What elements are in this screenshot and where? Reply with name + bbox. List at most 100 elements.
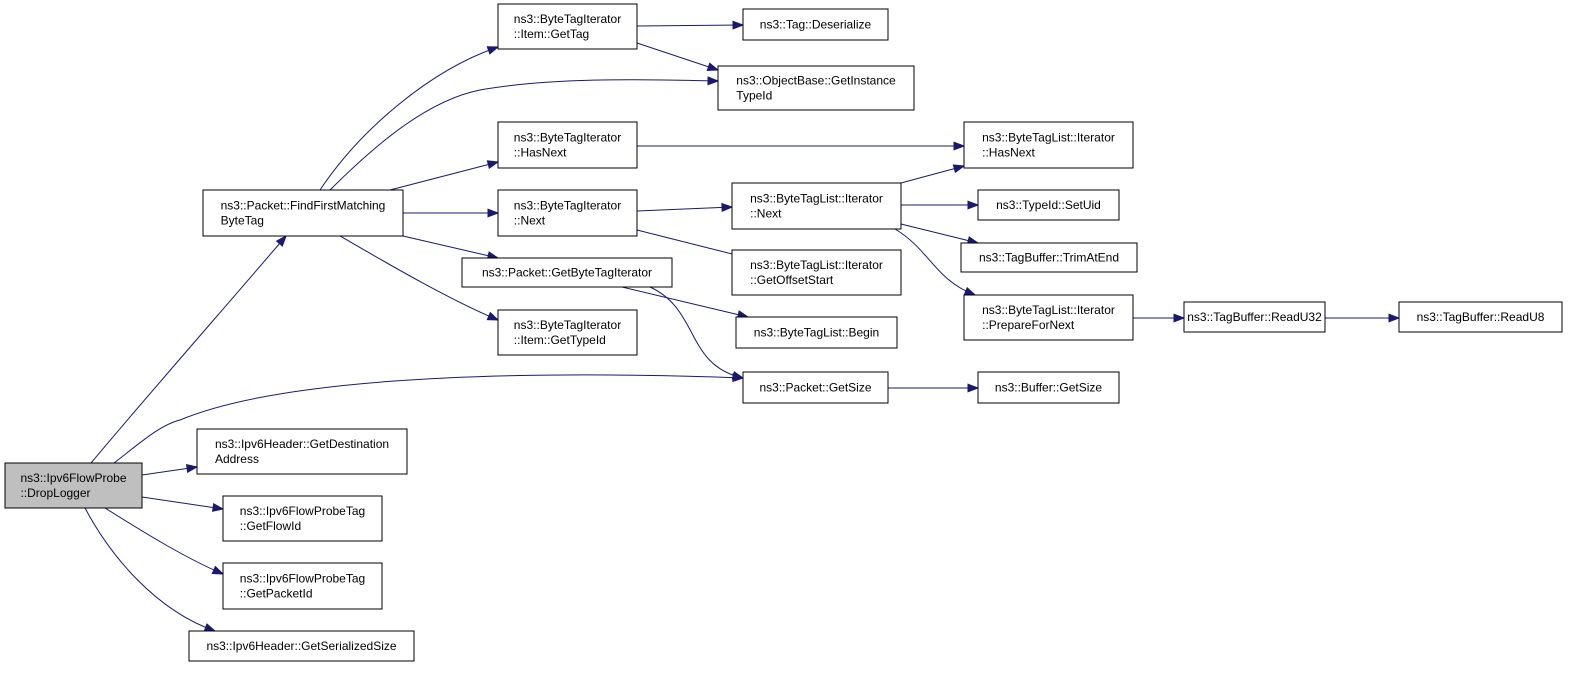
node-bti-item-typeid[interactable]: ns3::ByteTagIterator::Item::GetTypeId <box>497 309 638 356</box>
node-label-line: ns3::ByteTagList::Begin <box>754 326 879 340</box>
edge-arrowhead <box>1173 313 1186 323</box>
node-label-line: ::HasNext <box>514 146 567 160</box>
node-label-line: ns3::Buffer::GetSize <box>995 381 1102 395</box>
edge-drop_logger-to-get_dest <box>141 464 199 476</box>
node-drop-logger[interactable]: ns3::Ipv6FlowProbe::DropLogger <box>4 462 143 509</box>
edge-arrowhead <box>203 623 217 632</box>
edge-bti_next-to-btl_it_offset <box>636 229 750 260</box>
node-label-line: ns3::ByteTagIterator <box>514 131 621 145</box>
node-box <box>742 8 889 41</box>
node-label-line: ::HasNext <box>982 146 1035 160</box>
node-tagbuf-readu8[interactable]: ns3::TagBuffer::ReadU8 <box>1398 301 1563 333</box>
node-pkt-getsize[interactable]: ns3::Packet::GetSize <box>742 371 889 404</box>
node-label-line: ::GetPacketId <box>240 587 313 601</box>
edge-bti_next-to-btl_it_next <box>636 202 734 212</box>
node-label-line: ns3::Ipv6FlowProbeTag <box>240 504 365 518</box>
node-label-line: ::Next <box>514 214 546 228</box>
node-label-line: ns3::ByteTagIterator <box>514 318 621 332</box>
node-label-line: ns3::Packet::GetByteTagIterator <box>482 266 652 280</box>
node-bti-item-gettag[interactable]: ns3::ByteTagIterator::Item::GetTag <box>497 3 638 50</box>
edge-arrowhead <box>953 141 966 151</box>
edge-arrowhead <box>211 502 225 512</box>
edge-drop_logger-to-get_packetid <box>104 507 225 575</box>
node-btl-it-prepare[interactable]: ns3::ByteTagList::Iterator::PrepareForNe… <box>963 294 1134 341</box>
node-typeid-setuid[interactable]: ns3::TypeId::SetUid <box>977 189 1120 221</box>
edge-line <box>900 223 979 244</box>
node-box <box>1398 301 1563 333</box>
edge-line <box>90 235 287 464</box>
node-label-line: ns3::ObjectBase::GetInstance <box>736 74 896 88</box>
edge-pkt_get_bti-to-btl_begin <box>621 286 750 319</box>
node-btl-it-next[interactable]: ns3::ByteTagList::Iterator::Next <box>731 182 902 230</box>
edge-drop_logger-to-find_first <box>90 234 287 464</box>
node-label-line: ns3::Packet::GetSize <box>759 381 871 395</box>
node-buffer-getsize[interactable]: ns3::Buffer::GetSize <box>977 371 1120 404</box>
edge-find_first-to-objbase_typeid <box>329 76 720 191</box>
node-label-line: ns3::TagBuffer::TrimAtEnd <box>979 251 1119 265</box>
node-box <box>731 182 902 230</box>
node-label-line: ns3::ByteTagList::Iterator <box>982 303 1115 317</box>
node-label-line: ::Next <box>750 207 782 221</box>
node-btl-it-offset[interactable]: ns3::ByteTagList::Iterator::GetOffsetSta… <box>731 249 902 296</box>
node-label-line: ns3::Ipv6Header::GetDestination <box>215 437 389 451</box>
node-box <box>742 371 889 404</box>
node-box <box>717 65 915 111</box>
node-pkt-get-bti[interactable]: ns3::Packet::GetByteTagIterator <box>461 257 673 288</box>
node-label-line: ns3::Packet::FindFirstMatching <box>221 199 386 213</box>
node-box <box>497 309 638 356</box>
node-label-line: ns3::TagBuffer::ReadU32 <box>1187 310 1322 324</box>
node-label-line: ns3::Ipv6FlowProbe <box>20 471 126 485</box>
edge-bti_item_gettag-to-tag_deserialize <box>636 20 745 30</box>
node-box <box>977 189 1120 221</box>
edges-layer <box>84 20 1401 632</box>
node-tagbuf-trim[interactable]: ns3::TagBuffer::TrimAtEnd <box>960 242 1138 273</box>
edge-arrowhead <box>732 20 745 30</box>
node-label-line: ns3::ByteTagList::Iterator <box>750 258 883 272</box>
node-get-flowid[interactable]: ns3::Ipv6FlowProbeTag::GetFlowId <box>222 495 383 542</box>
edge-arrowhead <box>707 76 720 86</box>
edge-find_first-to-bti_item_typeid <box>339 235 500 321</box>
node-btl-begin[interactable]: ns3::ByteTagList::Begin <box>735 316 898 349</box>
edge-btl_it_next-to-btl_it_hasnext <box>900 164 966 184</box>
node-label-line: ns3::Ipv6FlowProbeTag <box>240 572 365 586</box>
node-get-packetid[interactable]: ns3::Ipv6FlowProbeTag::GetPacketId <box>222 562 383 610</box>
edge-line <box>329 79 719 191</box>
node-get-serialized[interactable]: ns3::Ipv6Header::GetSerializedSize <box>188 630 415 662</box>
edge-line <box>319 46 499 191</box>
node-tagbuf-readu32[interactable]: ns3::TagBuffer::ReadU32 <box>1183 301 1326 333</box>
node-tag-deserialize[interactable]: ns3::Tag::Deserialize <box>742 8 889 41</box>
node-label-line: ns3::ByteTagIterator <box>514 199 621 213</box>
node-bti-next[interactable]: ns3::ByteTagIterator::Next <box>497 189 638 237</box>
node-box <box>963 121 1134 169</box>
node-label-line: TypeId <box>736 89 772 103</box>
node-bti-hasnext[interactable]: ns3::ByteTagIterator::HasNext <box>497 121 638 169</box>
edge-pkt_get_bti-to-pkt_getsize <box>649 286 745 380</box>
node-label-line: ns3::Ipv6Header::GetSerializedSize <box>206 639 396 653</box>
node-box <box>497 189 638 237</box>
nodes-layer: ns3::Ipv6FlowProbe::DropLogger ns3::Packe… <box>4 3 1563 662</box>
node-btl-it-hasnext[interactable]: ns3::ByteTagList::Iterator::HasNext <box>963 121 1134 169</box>
edge-arrowhead <box>1388 313 1401 323</box>
node-box <box>497 3 638 50</box>
node-box <box>497 121 638 169</box>
edge-line <box>113 374 744 464</box>
node-label-line: ns3::ByteTagList::Iterator <box>982 131 1115 145</box>
node-label-line: ::Item::GetTag <box>514 27 589 41</box>
edge-line <box>84 507 216 632</box>
edge-find_first-to-bti_hasnext <box>389 160 500 191</box>
edge-arrowhead <box>185 464 199 473</box>
edge-line <box>649 286 744 379</box>
edge-arrowhead <box>211 565 225 575</box>
node-label-line: ns3::Tag::Deserialize <box>760 18 872 32</box>
edge-arrowhead <box>967 383 980 393</box>
node-box <box>963 294 1134 341</box>
edge-arrowhead <box>487 208 500 218</box>
edge-find_first-to-bti_next <box>403 208 500 218</box>
edge-line <box>900 165 965 184</box>
edge-tagbuf_readu32-to-tagbuf_readu8 <box>1325 313 1401 323</box>
edge-arrowhead <box>731 370 745 380</box>
edge-btl_it_next-to-tagbuf_trim <box>900 223 980 245</box>
